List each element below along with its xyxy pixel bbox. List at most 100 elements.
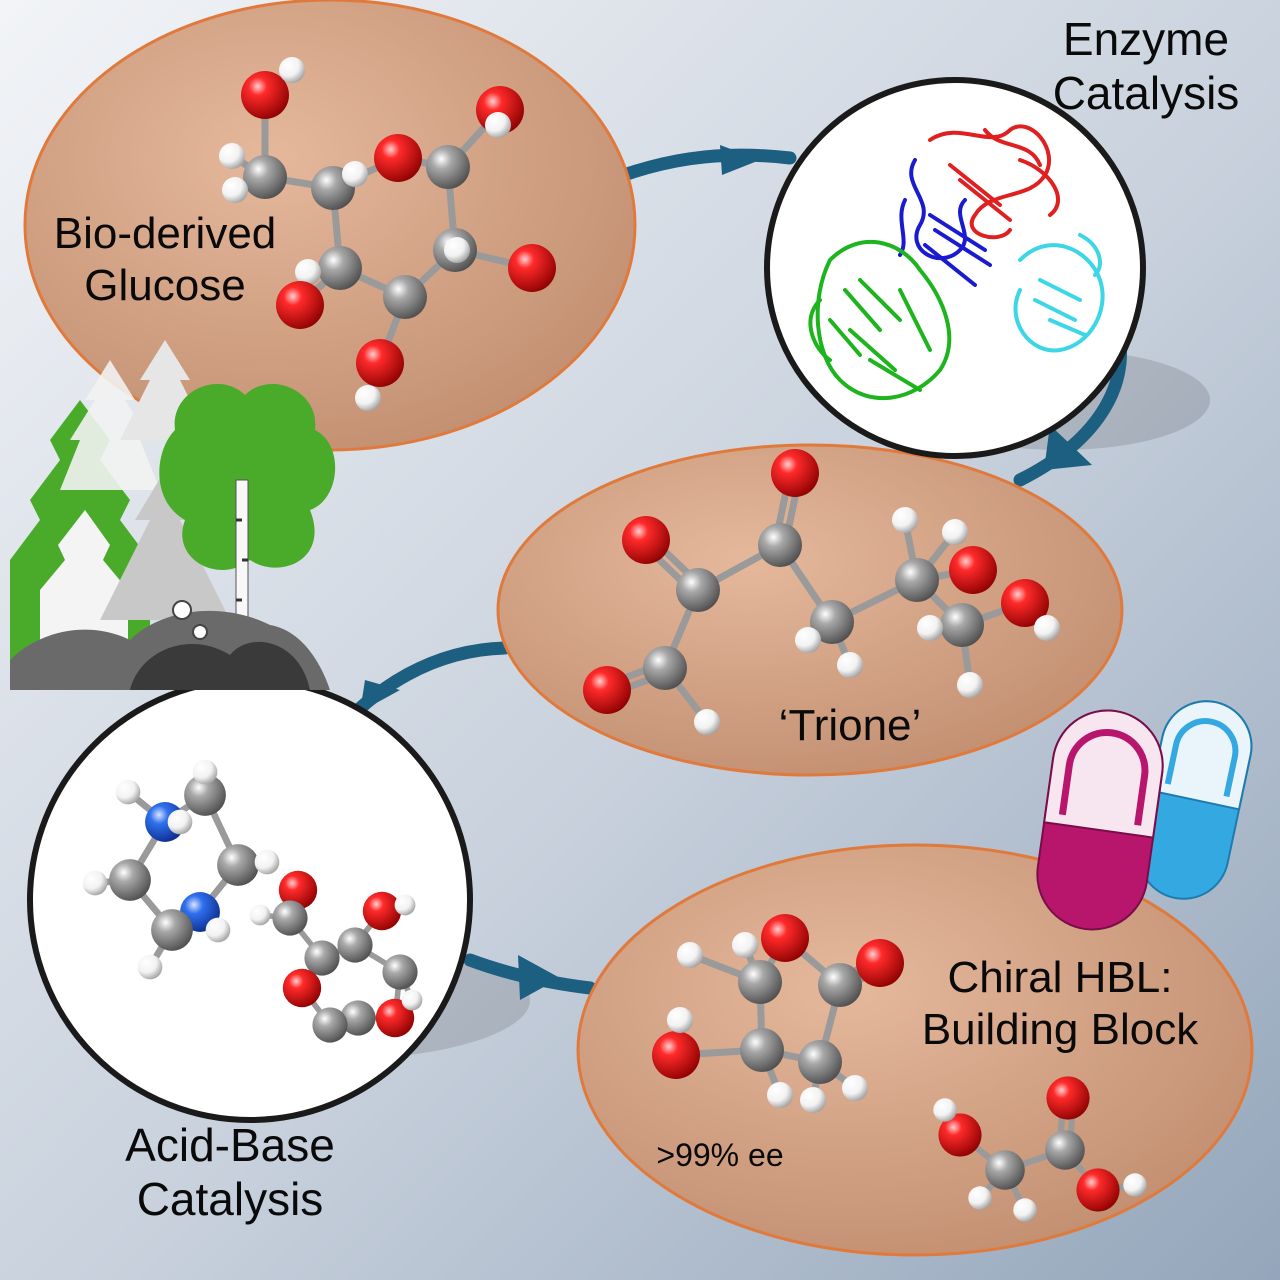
- carbon-atom: [272, 900, 308, 936]
- carbon-atom: [798, 1040, 842, 1084]
- enzyme-label-line2: Catalysis: [1052, 67, 1240, 120]
- oxygen-atom: [375, 998, 415, 1038]
- hydrogen-atom: [401, 989, 423, 1011]
- hydrogen-atom: [219, 143, 245, 169]
- carbon-atom: [758, 523, 802, 567]
- carbon-atom: [217, 844, 259, 886]
- oxygen-atom: [241, 71, 289, 119]
- ee-label: >99% ee: [656, 1137, 784, 1173]
- hydrogen-atom: [732, 932, 758, 958]
- enzyme-catalysis-label: Enzyme Catalysis: [1030, 12, 1262, 121]
- trione-molecule: [583, 449, 1060, 735]
- carbon-atom: [304, 940, 340, 976]
- pale-pine-tree: [60, 360, 160, 490]
- oxygen-atom: [949, 546, 997, 594]
- hydrogen-atom: [694, 709, 720, 735]
- hydrogen-atom: [222, 177, 248, 203]
- forest-illustration: [10, 340, 336, 690]
- arrowhead-3: [360, 680, 400, 712]
- carbon-atom: [184, 774, 226, 816]
- hydrogen-atom: [677, 942, 703, 968]
- piperazine-molecule: [82, 759, 280, 980]
- oxygen-atom: [771, 449, 819, 497]
- hydrogen-atom: [355, 385, 381, 411]
- protein-red-chain: [928, 124, 1061, 240]
- molecules: [82, 57, 1147, 1222]
- hydrogen-atom: [249, 904, 271, 926]
- glucose-label-line2: Glucose: [84, 260, 246, 310]
- hydrogen-atom: [767, 1082, 793, 1108]
- hydrogen-atom: [957, 672, 983, 698]
- glucose-label: Bio-derived Glucose: [20, 208, 310, 312]
- carbon-atom: [312, 1007, 348, 1043]
- hydrogen-atom: [342, 161, 368, 187]
- blue-capsule: [1137, 700, 1253, 900]
- hydrogen-atom: [837, 652, 863, 678]
- carbon-atom: [818, 963, 862, 1007]
- trione-in-solution-molecule: [249, 870, 423, 1043]
- hydrogen-atom: [1034, 615, 1060, 641]
- hydrogen-atom: [667, 1007, 693, 1033]
- carbon-atom: [985, 1150, 1025, 1190]
- oxygen-atom: [282, 968, 322, 1008]
- magenta-capsule: [1036, 709, 1164, 931]
- carbon-atom: [151, 909, 193, 951]
- carbon-atom: [340, 1000, 376, 1036]
- carbon-atom: [383, 275, 427, 319]
- hydrogen-atom: [933, 1098, 957, 1122]
- hydrogen-atom: [295, 259, 321, 285]
- oxygen-atom: [1046, 1076, 1090, 1120]
- arrowhead-2: [1044, 425, 1092, 470]
- carbon-atom: [243, 155, 287, 199]
- birch-bark-marks: [236, 518, 248, 642]
- hydrogen-atom: [167, 809, 193, 835]
- hbl-label-line2: Building Block: [921, 1004, 1199, 1054]
- oxygen-atom: [761, 914, 809, 962]
- oxygen-atom: [1076, 1168, 1120, 1212]
- glucose-label-line1: Bio-derived: [53, 209, 277, 258]
- gray-pine-tree: [100, 470, 230, 620]
- hydrogen-atom: [279, 57, 305, 83]
- hydrogen-atom: [968, 1186, 992, 1210]
- carbon-atom: [318, 246, 362, 290]
- arrowhead-4: [518, 955, 560, 1000]
- enzyme-label-line1: Enzyme: [1062, 13, 1230, 65]
- carbon-atom: [676, 568, 720, 612]
- flower-1: [172, 600, 192, 620]
- oxygen-atom: [362, 891, 402, 931]
- trione-label: ‘Trione’: [778, 701, 922, 750]
- hydrogen-atom: [115, 779, 141, 805]
- oxygen-atom: [583, 666, 631, 714]
- glycolic-acid-molecule: [933, 1076, 1147, 1222]
- hbl-label-line1: Chiral HBL:: [947, 953, 1173, 1002]
- hydrogen-atom: [842, 1075, 868, 1101]
- hydrogen-atom: [205, 917, 231, 943]
- carbon-atom: [643, 646, 687, 690]
- hbl-label: Chiral HBL: Building Block: [885, 952, 1235, 1056]
- carbon-atom: [1045, 1130, 1085, 1170]
- carbon-atom: [382, 954, 418, 990]
- protein-cyan-chain: [1013, 233, 1105, 353]
- hydrogen-atom: [254, 849, 280, 875]
- black-shrub: [130, 641, 310, 690]
- hydrogen-atom: [942, 519, 968, 545]
- oxygen-atom: [508, 244, 556, 292]
- hydrogen-atom: [192, 759, 218, 785]
- carbon-atom: [109, 859, 151, 901]
- hydrogen-atom: [1013, 1198, 1037, 1222]
- carbon-atom: [426, 145, 470, 189]
- hydrogen-atom: [917, 615, 943, 641]
- flower-2: [192, 624, 208, 640]
- carbon-atom: [337, 927, 373, 963]
- oxygen-atom: [856, 939, 904, 987]
- birch-tree-canopy: [159, 383, 336, 571]
- acidbase-label-line1: Acid-Base: [125, 1119, 335, 1171]
- oxygen-atom: [356, 339, 404, 387]
- carbon-atom: [738, 960, 782, 1004]
- acidbase-label-line2: Catalysis: [136, 1173, 324, 1226]
- oxygen-atom: [276, 281, 324, 329]
- protein-structure: [808, 124, 1105, 401]
- acid-base-catalysis-label: Acid-Base Catalysis: [80, 1118, 380, 1227]
